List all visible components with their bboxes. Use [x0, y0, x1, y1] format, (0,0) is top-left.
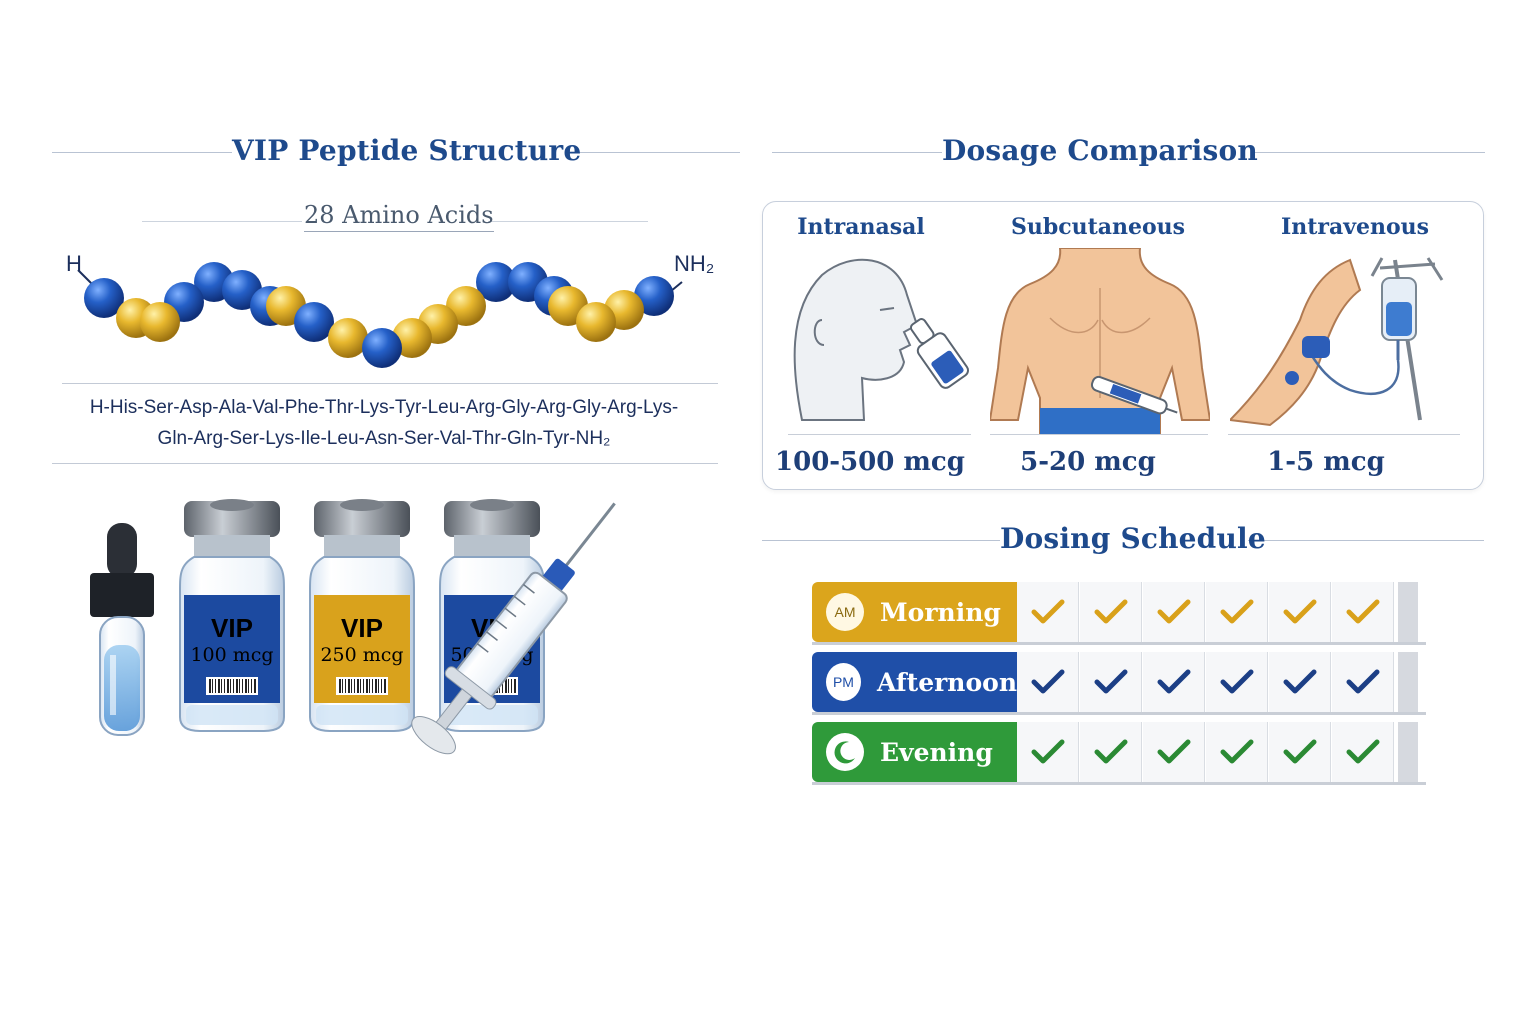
moon-icon — [826, 733, 864, 771]
schedule-cell — [1269, 582, 1331, 642]
amino-acid-bead-gold — [328, 318, 368, 358]
schedule-cell — [1206, 722, 1268, 782]
amino-acid-bead-blue — [362, 328, 402, 368]
schedule-cell — [1143, 582, 1205, 642]
c-terminus-label: NH₂ — [674, 251, 715, 276]
vial-name: VIP — [341, 613, 383, 643]
checkmark-icon — [1157, 669, 1190, 694]
schedule-row-label-text: Afternoon — [876, 667, 1017, 697]
vial-name: VIP — [211, 613, 253, 643]
checkmark-icon — [1157, 739, 1190, 764]
pm-badge-icon: PM — [826, 663, 861, 701]
head-nasal-spray-icon — [793, 258, 969, 421]
route-name-intravenous: Intravenous — [1280, 214, 1430, 240]
amino-acid-bead-blue — [476, 262, 516, 302]
amino-acid-beads — [84, 262, 674, 368]
checkmark-icon — [1283, 739, 1316, 764]
amino-acid-count: 28 Amino Acids — [304, 201, 494, 232]
dosage-title: Dosage Comparison — [942, 134, 1258, 167]
dose-intranasal: 100-500 mcg — [775, 447, 965, 477]
torso-injection-icon — [990, 248, 1210, 434]
checkmark-icon — [1346, 599, 1379, 624]
schedule-row-label-text: Evening — [880, 737, 993, 767]
schedule-row-morning: AM Morning — [812, 582, 1426, 645]
schedule-cell — [1143, 722, 1205, 782]
vial-dose: 250 mcg — [320, 644, 403, 666]
checkmark-icon — [1346, 739, 1379, 764]
checkmark-icon — [1346, 669, 1379, 694]
checkmark-icon — [1220, 669, 1253, 694]
schedule-row-label-text: Morning — [880, 597, 1001, 627]
schedule-row-label: Evening — [812, 722, 1017, 782]
checkmark-icon — [1094, 599, 1127, 624]
checkmark-icon — [1157, 599, 1190, 624]
schedule-cell — [1332, 722, 1394, 782]
n-terminus-label: H — [66, 251, 82, 276]
route-name-subcutaneous: Subcutaneous — [1010, 214, 1186, 240]
syringe-icon — [411, 502, 616, 755]
schedule-cell — [1206, 582, 1268, 642]
checkmark-icon — [1031, 669, 1064, 694]
schedule-cell — [1017, 722, 1079, 782]
route-name-intranasal: Intranasal — [797, 214, 925, 240]
dropper-bottle-icon — [90, 523, 154, 736]
schedule-row-label: AM Morning — [812, 582, 1017, 642]
checkmark-icon — [1220, 599, 1253, 624]
vial-dose: 100 mcg — [190, 644, 273, 666]
sequence-line-2: Gln-Arg-Ser-Lys-Ile-Leu-Asn-Ser-Val-Thr-… — [157, 428, 611, 449]
dose-subcutaneous: 5-20 mcg — [1020, 447, 1156, 477]
dose-intravenous: 1-5 mcg — [1267, 447, 1385, 477]
amino-acid-bead-gold — [576, 302, 616, 342]
checkmark-icon — [1283, 599, 1316, 624]
checkmark-icon — [1283, 669, 1316, 694]
sequence-line-1: H-His-Ser-Asp-Ala-Val-Phe-Thr-Lys-Tyr-Le… — [89, 397, 679, 418]
am-badge-icon: AM — [826, 593, 864, 631]
checkmark-icon — [1031, 739, 1064, 764]
schedule-row-afternoon: PM Afternoon — [812, 652, 1426, 715]
schedule-cell — [1206, 652, 1268, 712]
arm-iv-drip-icon — [1230, 257, 1444, 427]
schedule-cell — [1332, 652, 1394, 712]
amino-acid-bead-blue — [84, 278, 124, 318]
schedule-cell — [1080, 722, 1142, 782]
amino-acid-bead-blue — [634, 276, 674, 316]
checkmark-icon — [1220, 739, 1253, 764]
schedule-title: Dosing Schedule — [1000, 522, 1266, 555]
amino-acid-bead-gold — [140, 302, 180, 342]
schedule-cell — [1269, 652, 1331, 712]
schedule-cell — [1143, 652, 1205, 712]
schedule-cell — [1017, 652, 1079, 712]
schedule-cell — [1017, 582, 1079, 642]
schedule-cell — [1332, 582, 1394, 642]
peptide-chain-diagram — [77, 262, 683, 368]
schedule-row-label: PM Afternoon — [812, 652, 1017, 712]
checkmark-icon — [1031, 599, 1064, 624]
schedule-cell — [1080, 582, 1142, 642]
schedule-cell — [1080, 652, 1142, 712]
checkmark-icon — [1094, 739, 1127, 764]
checkmark-icon — [1094, 669, 1127, 694]
amino-acid-bead-blue — [294, 302, 334, 342]
structure-title: VIP Peptide Structure — [232, 134, 582, 167]
schedule-cell — [1269, 722, 1331, 782]
schedule-row-evening: Evening — [812, 722, 1426, 785]
